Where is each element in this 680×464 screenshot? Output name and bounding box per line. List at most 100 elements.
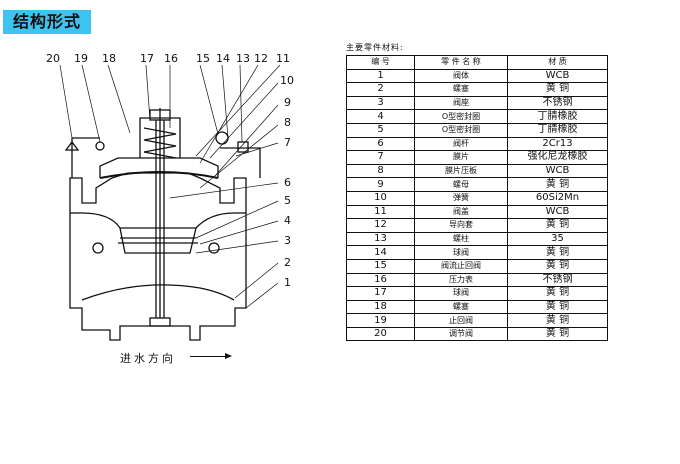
cell-number: 17 bbox=[346, 286, 415, 301]
cell-material: 丁腈橡胶 bbox=[507, 109, 608, 124]
callout-15: 15 bbox=[196, 52, 210, 65]
cell-number: 3 bbox=[346, 95, 415, 111]
cell-material: WCB bbox=[507, 68, 608, 84]
section-title-badge: 结构形式 bbox=[3, 10, 92, 34]
cell-part-name: 螺柱 bbox=[414, 231, 508, 247]
callout-9: 9 bbox=[284, 96, 291, 109]
cell-material: 黄 铜 bbox=[507, 245, 608, 260]
cell-material: 黄 铜 bbox=[507, 82, 608, 97]
cell-number: 14 bbox=[346, 245, 415, 260]
valve-disc bbox=[118, 237, 198, 244]
cell-material: 不锈钢 bbox=[507, 272, 608, 288]
callout-7: 7 bbox=[284, 136, 291, 149]
cell-number: 4 bbox=[346, 109, 415, 124]
callout-2: 2 bbox=[284, 256, 291, 269]
cell-material: 丁腈橡胶 bbox=[507, 122, 608, 138]
cell-part-name: 螺塞 bbox=[414, 82, 508, 97]
diaphragm bbox=[99, 171, 219, 179]
cell-part-name: 球阀 bbox=[414, 245, 508, 260]
cell-number: 2 bbox=[346, 82, 415, 97]
cell-number: 16 bbox=[346, 272, 415, 288]
cell-number: 9 bbox=[346, 177, 415, 192]
callout-1: 1 bbox=[284, 276, 291, 289]
cell-material: 不锈钢 bbox=[507, 95, 608, 111]
callout-13: 13 bbox=[236, 52, 250, 65]
cell-number: 8 bbox=[346, 163, 415, 179]
cell-number: 20 bbox=[346, 326, 415, 342]
valve-structure-diagram: 20 19 18 17 16 15 14 13 12 11 10 9 8 7 6… bbox=[46, 52, 294, 341]
cell-material: 黄 铜 bbox=[507, 286, 608, 301]
cell-material: 黄 铜 bbox=[507, 258, 608, 274]
callout-12: 12 bbox=[254, 52, 268, 65]
cell-material: 35 bbox=[507, 231, 608, 247]
callout-3: 3 bbox=[284, 234, 291, 247]
header-part-name: 零 件 名 称 bbox=[414, 55, 508, 70]
cell-part-name: 螺塞 bbox=[414, 299, 508, 315]
cell-part-name: 压力表 bbox=[414, 272, 508, 288]
cell-number: 6 bbox=[346, 136, 415, 152]
cell-material: 黄 铜 bbox=[507, 313, 608, 328]
cell-part-name: 阀流止回阀 bbox=[414, 258, 508, 274]
cell-part-name: O型密封圈 bbox=[414, 122, 508, 138]
cell-number: 7 bbox=[346, 150, 415, 165]
callout-19: 19 bbox=[74, 52, 88, 65]
valve-inner-path bbox=[81, 212, 235, 301]
bottom-plug bbox=[149, 317, 171, 327]
cell-part-name: 膜片 bbox=[414, 150, 508, 165]
cell-material: 黄 铜 bbox=[507, 326, 608, 342]
cell-number: 12 bbox=[346, 218, 415, 233]
cell-material: 强化尼龙橡胶 bbox=[507, 150, 608, 165]
callout-8: 8 bbox=[284, 116, 291, 129]
flow-direction-arrow-icon bbox=[190, 353, 232, 359]
header-number: 编 号 bbox=[346, 55, 415, 70]
callout-5: 5 bbox=[284, 194, 291, 207]
valve-seat bbox=[119, 227, 197, 254]
cell-part-name: 球阀 bbox=[414, 286, 508, 301]
parts-table-caption: 主要零件材料: bbox=[346, 43, 404, 52]
cell-material: WCB bbox=[507, 204, 608, 220]
cell-part-name: 阀盖 bbox=[414, 204, 508, 220]
callout-6: 6 bbox=[284, 176, 291, 189]
cell-material: 黄 铜 bbox=[507, 218, 608, 233]
callout-10: 10 bbox=[280, 74, 294, 87]
valve-body-outline bbox=[69, 172, 247, 341]
cell-number: 11 bbox=[346, 204, 415, 220]
cell-part-name: 调节阀 bbox=[414, 326, 508, 342]
spring bbox=[143, 127, 177, 159]
cell-material: 黄 铜 bbox=[507, 177, 608, 192]
callout-4: 4 bbox=[284, 214, 291, 227]
cell-part-name: 阀杆 bbox=[414, 136, 508, 152]
cell-material: WCB bbox=[507, 163, 608, 179]
cell-number: 13 bbox=[346, 231, 415, 247]
flow-direction-label: 进水方向 bbox=[120, 352, 176, 365]
table-header-row: 编 号 零 件 名 称 材 质 bbox=[346, 55, 608, 70]
cell-number: 15 bbox=[346, 258, 415, 274]
cell-part-name: 止回阀 bbox=[414, 313, 508, 328]
cell-number: 5 bbox=[346, 122, 415, 138]
cell-number: 1 bbox=[346, 68, 415, 84]
cell-part-name: O型密封圈 bbox=[414, 109, 508, 124]
callout-17: 17 bbox=[140, 52, 154, 65]
control-pipe bbox=[71, 137, 261, 178]
cell-part-name: 阀座 bbox=[414, 95, 508, 111]
cell-material: 黄 铜 bbox=[507, 299, 608, 315]
cell-part-name: 弹簧 bbox=[414, 190, 508, 206]
